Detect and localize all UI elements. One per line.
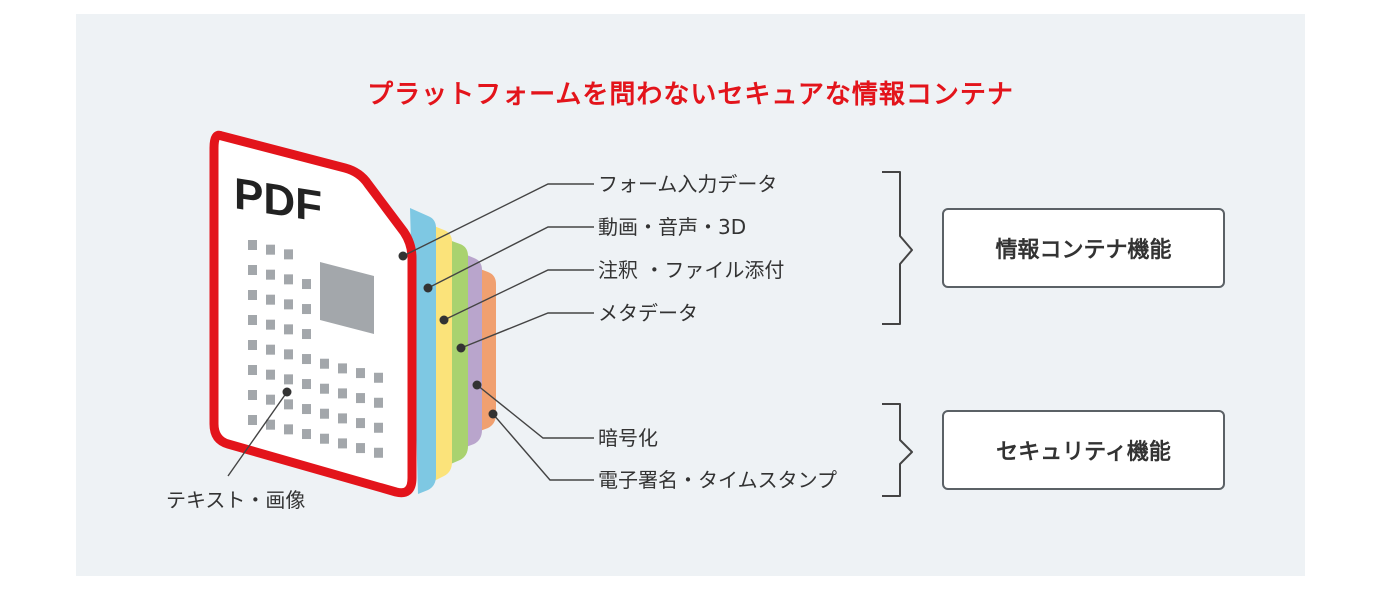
pdf-document-frame [209, 130, 417, 498]
dot-signature [488, 409, 498, 419]
text-dot [302, 404, 311, 415]
text-dot [248, 265, 257, 275]
text-dot [266, 369, 275, 380]
text-dot [266, 269, 275, 280]
text-dot [248, 315, 257, 325]
dot-metadata [456, 343, 466, 353]
diagram-title: プラットフォームを問わないセキュアな情報コンテナ [367, 80, 1014, 110]
leader-text-image [227, 391, 288, 477]
text-dot [338, 438, 347, 449]
text-dot [266, 294, 275, 305]
text-dot [338, 363, 347, 374]
text-dot [320, 433, 329, 444]
leader-video-audio [427, 226, 594, 289]
text-dot [266, 419, 275, 430]
text-dot [284, 274, 293, 285]
text-dot-pattern [248, 240, 383, 458]
text-dot [266, 244, 275, 255]
label-form-data: フォーム入力データ [598, 172, 778, 196]
text-dot [266, 394, 275, 405]
image-placeholder [320, 262, 374, 334]
dot-text-image [282, 387, 292, 397]
text-dot [284, 349, 293, 360]
text-dot [374, 422, 383, 433]
text-dot [374, 372, 383, 383]
text-dot [284, 324, 293, 335]
leader-signature [492, 413, 594, 481]
text-dot [302, 379, 311, 390]
text-dot [248, 415, 257, 425]
text-dot [284, 424, 293, 435]
text-dot [356, 368, 365, 379]
dot-encryption [472, 380, 482, 390]
label-annotation: 注釈 ・ファイル添付 [598, 258, 785, 282]
dot-video-audio [423, 283, 433, 293]
text-dot [320, 358, 329, 369]
text-dot [266, 344, 275, 355]
text-dot [284, 299, 293, 310]
info-container-box: 情報コンテナ機能 [942, 208, 1225, 288]
label-text-image: テキスト・画像 [166, 488, 306, 512]
text-dot [302, 354, 311, 365]
text-dot [284, 374, 293, 385]
text-dot [284, 249, 293, 260]
text-dot [248, 390, 257, 400]
text-dot [356, 418, 365, 429]
dot-form-data [398, 251, 408, 261]
text-dot [356, 443, 365, 454]
label-encryption: 暗号化 [598, 426, 658, 450]
text-dot [302, 329, 311, 340]
text-dot [248, 365, 257, 375]
label-video-audio: 動画・音声・3D [598, 215, 747, 239]
text-dot [338, 413, 347, 424]
text-dot [374, 397, 383, 408]
leader-annotation [443, 269, 594, 321]
label-metadata: メタデータ [598, 301, 698, 325]
text-dot [302, 304, 311, 315]
text-dot [248, 340, 257, 350]
text-dot [248, 290, 257, 300]
bracket-security [882, 403, 913, 497]
text-dot [356, 393, 365, 404]
text-dot [374, 447, 383, 458]
leader-form-data [402, 183, 594, 257]
leader-metadata [460, 312, 594, 349]
label-signature: 電子署名・タイムスタンプ [598, 468, 837, 492]
text-dot [284, 399, 293, 410]
dot-annotation [439, 315, 449, 325]
text-dot [248, 240, 257, 250]
text-dot [302, 279, 311, 290]
text-dot [302, 429, 311, 440]
text-dot [320, 383, 329, 394]
leader-encryption [476, 384, 594, 439]
text-dot [320, 408, 329, 419]
bracket-info-container [882, 171, 913, 325]
text-dot [338, 388, 347, 399]
security-box: セキュリティ機能 [942, 410, 1225, 490]
text-dot [266, 319, 275, 330]
